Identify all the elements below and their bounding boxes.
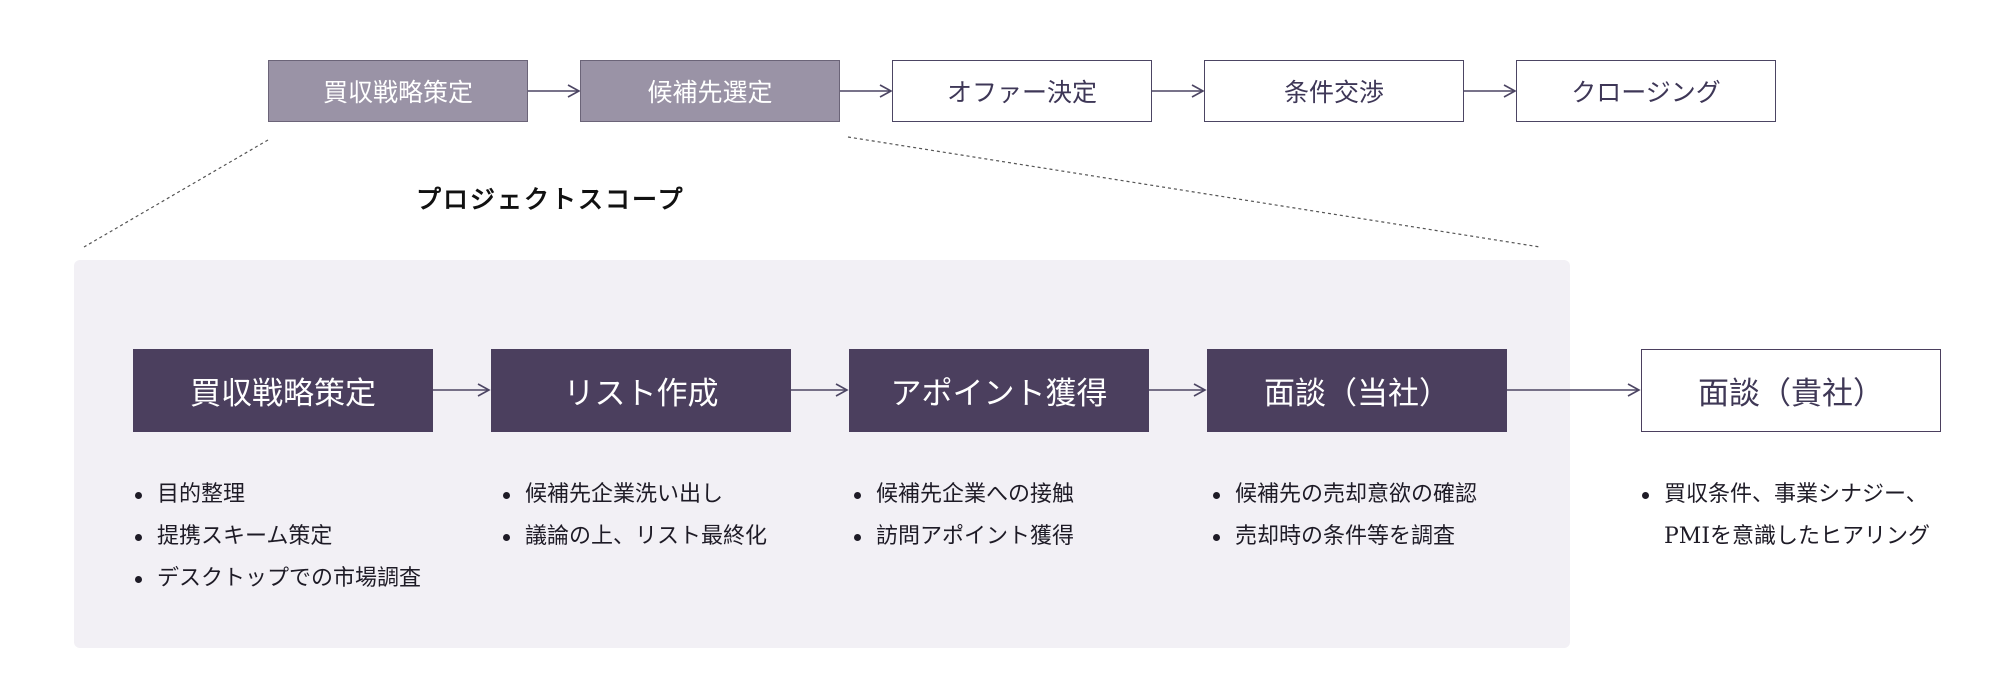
list-item: 提携スキーム策定 (133, 516, 421, 558)
zoom-guide-right (847, 136, 1541, 248)
list-item: デスクトップでの市場調査 (133, 558, 421, 600)
phase-meeting-ours: 面談（当社） (1207, 349, 1507, 432)
list-item: 議論の上、リスト最終化 (501, 516, 767, 558)
phase-appointment: アポイント獲得 (849, 349, 1149, 432)
scope-title: プロジェクトスコープ (416, 185, 685, 214)
list-item: 目的整理 (133, 474, 421, 516)
phase-list-bullets: 候補先企業洗い出し 議論の上、リスト最終化 (501, 474, 767, 558)
top-step-3: オファー決定 (892, 60, 1152, 122)
list-item: 候補先の売却意欲の確認 (1211, 474, 1477, 516)
top-step-4: 条件交渉 (1204, 60, 1464, 122)
phase-list: リスト作成 (491, 349, 791, 432)
list-item: 訪問アポイント獲得 (852, 516, 1074, 558)
phase-strategy: 買収戦略策定 (133, 349, 433, 432)
scope-panel (74, 260, 1570, 648)
phase-meeting-client-bullets: 買収条件、事業シナジー、 PMIを意識したヒアリング (1640, 474, 1930, 558)
top-step-1: 買収戦略策定 (268, 60, 528, 122)
list-item: 売却時の条件等を調査 (1211, 516, 1477, 558)
list-item: 候補先企業洗い出し (501, 474, 767, 516)
list-item: 候補先企業への接触 (852, 474, 1074, 516)
phase-strategy-bullets: 目的整理 提携スキーム策定 デスクトップでの市場調査 (133, 474, 421, 600)
phase-meeting-ours-bullets: 候補先の売却意欲の確認 売却時の条件等を調査 (1211, 474, 1477, 558)
phase-meeting-client: 面談（貴社） (1641, 349, 1941, 432)
top-step-5: クロージング (1516, 60, 1776, 122)
list-item: PMIを意識したヒアリング (1664, 524, 1931, 549)
list-item: 買収条件、事業シナジー、 (1640, 474, 1930, 516)
phase-appointment-bullets: 候補先企業への接触 訪問アポイント獲得 (852, 474, 1074, 558)
top-step-2: 候補先選定 (580, 60, 840, 122)
